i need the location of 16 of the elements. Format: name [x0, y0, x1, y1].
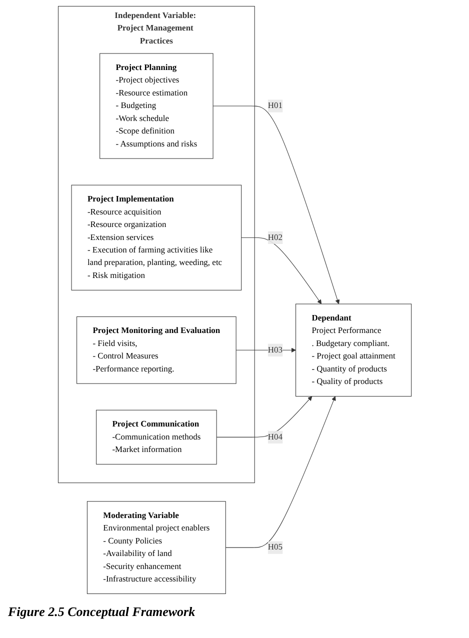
node-box: Dependant Project Performance . Budgetary compliant. - Project goal attainment - Quantity of products - Quality of products	[295, 304, 412, 397]
edge-label: H03	[268, 345, 282, 354]
arrow	[212, 106, 340, 304]
edge-label: H04	[268, 432, 282, 442]
arrow	[225, 396, 336, 548]
node-box: Project Planning -Project objectives -Resource estimation - Budgeting -Work schedule -Scope definition - Assumptions and risks	[99, 53, 213, 159]
edge-label: H02	[268, 232, 282, 242]
node-box: Project Monitoring and Evaluation - Field visits, - Control Measures -Performance reporting.	[76, 316, 236, 384]
arrow	[240, 237, 322, 304]
edge-label: H01	[268, 101, 282, 110]
arrow	[216, 396, 312, 438]
node-box: Moderating Variable Environmental project enablers - County Policies -Availability of land -Security enhancement -Infrastructure accessibility	[86, 501, 226, 594]
edge-label: H05	[268, 542, 282, 552]
node-box: Project Communication -Communication methods -Market information	[96, 410, 217, 464]
figure-caption: Figure 2.5 Conceptual Framework	[8, 604, 196, 620]
node-box: Project Implementation -Resource acquisition -Resource organization -Extension services - Execution of farming activities like land preparation, planting, weeding, etc - Risk mitigation	[70, 184, 242, 290]
